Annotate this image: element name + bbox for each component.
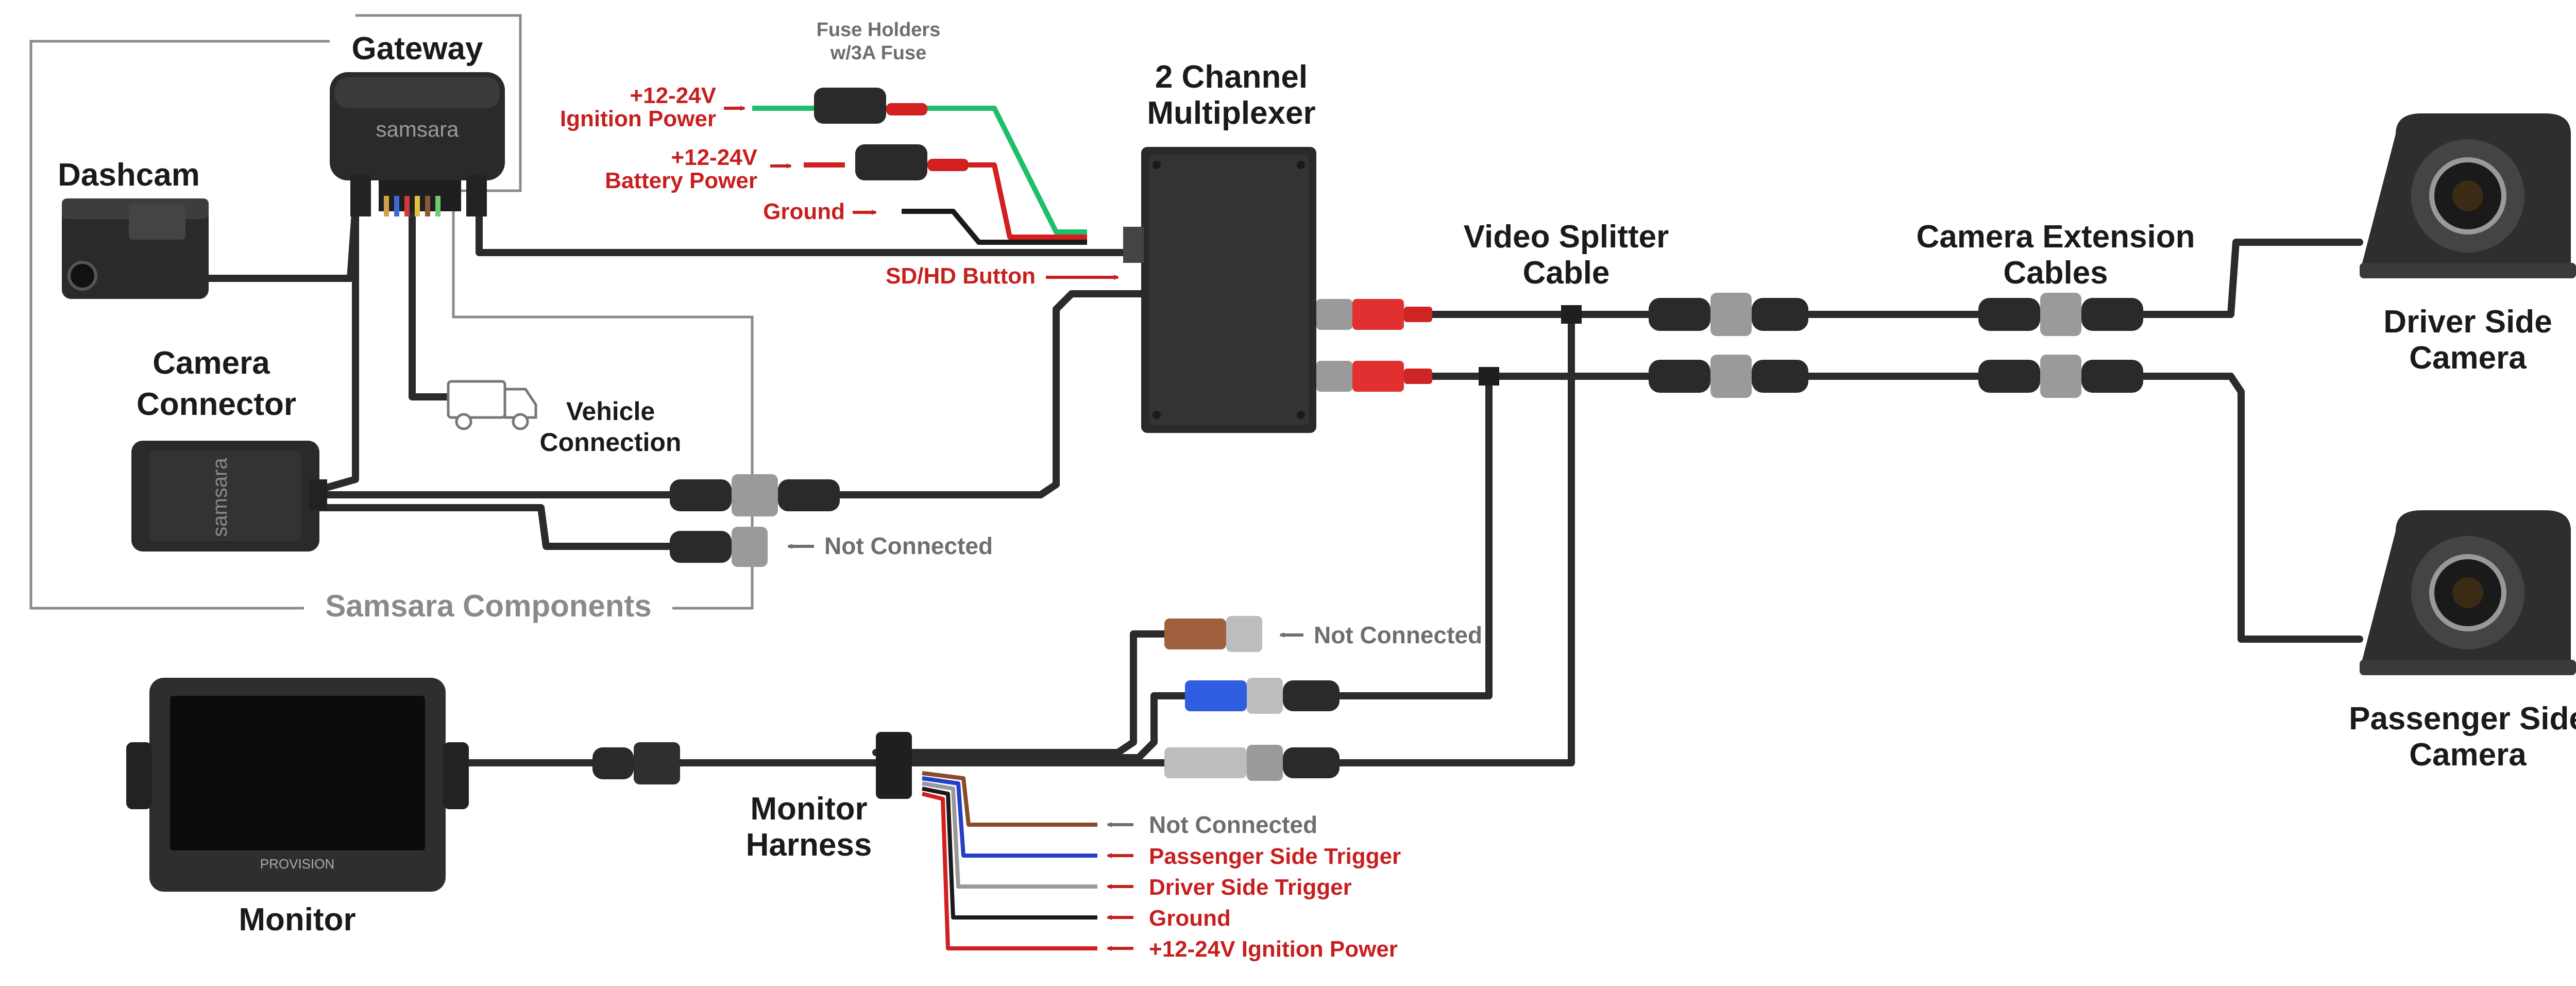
monitor-device: PROVISION xyxy=(126,678,469,892)
dashcam-device xyxy=(62,198,209,299)
battery-power-label-line1: +12-24V xyxy=(671,145,757,170)
dashcam-label: Dashcam xyxy=(58,157,200,193)
passenger-camera-label-line1: Passenger Side xyxy=(2349,701,2576,737)
driver-trigger-label: Driver Side Trigger xyxy=(1149,875,1352,900)
harness-not-connected-label: Not Connected xyxy=(1149,811,1317,838)
multiplexer-device xyxy=(1123,147,1316,433)
camera-connector-label-line2: Connector xyxy=(137,387,296,422)
harness-label-line2: Harness xyxy=(746,827,872,863)
harness-rca-gray xyxy=(1164,745,1340,781)
extension-plug-2 xyxy=(1649,355,1808,398)
camera-connector-plug-2 xyxy=(670,527,768,567)
monitor-label: Monitor xyxy=(239,902,355,938)
splitter-label-line1: Video Splitter xyxy=(1464,219,1669,255)
driver-side-camera xyxy=(2360,113,2576,278)
gateway-brand: samsara xyxy=(376,117,459,141)
vehicle-connection-label-line2: Connection xyxy=(540,428,682,457)
multiplexer-label-line1: 2 Channel xyxy=(1155,59,1308,95)
harness-ignition-label: +12-24V Ignition Power xyxy=(1149,937,1398,962)
fuse-holders-label-line2: w/3A Fuse xyxy=(830,42,927,64)
extension-label-line2: Cables xyxy=(2003,255,2108,291)
camera-connector-plug-1 xyxy=(670,474,840,516)
gateway-device: samsara xyxy=(330,72,505,216)
splitter-junction-2 xyxy=(1479,367,1499,386)
fuse-icon xyxy=(855,144,969,180)
driver-camera-label-line1: Driver Side xyxy=(2383,304,2552,340)
harness-rca-blue xyxy=(1185,678,1340,714)
fuse-icon xyxy=(814,88,927,124)
harness-wires xyxy=(922,771,1097,950)
samsara-components-label: Samsara Components xyxy=(325,589,652,623)
passenger-side-camera xyxy=(2360,510,2576,675)
multiplexer-output-2 xyxy=(1316,361,1432,392)
vehicle-connection-label-line1: Vehicle xyxy=(566,397,655,426)
gateway-label: Gateway xyxy=(351,31,483,66)
extension-plug-1 xyxy=(1649,293,1808,336)
extension-plug-4 xyxy=(1978,355,2143,398)
splitter-junction-1 xyxy=(1561,305,1582,324)
camera-connector-brand: samsara xyxy=(209,458,231,537)
sd-hd-button-label: SD/HD Button xyxy=(886,263,1036,289)
camera-connector-device: samsara xyxy=(131,441,327,552)
splitter-label-line2: Cable xyxy=(1523,255,1610,291)
harness-label-line1: Monitor xyxy=(750,791,867,827)
truck-icon xyxy=(447,380,537,430)
passenger-camera-label-line2: Camera xyxy=(2409,737,2527,773)
fuse-holders-label-line1: Fuse Holders xyxy=(817,19,941,41)
multiplexer-output-1 xyxy=(1316,299,1432,330)
ignition-power-label-line2: Ignition Power xyxy=(560,106,716,131)
harness-rca-brown xyxy=(1164,616,1262,652)
harness-ground-label: Ground xyxy=(1149,906,1231,931)
harness-junction xyxy=(876,732,912,799)
multiplexer-label-line2: Multiplexer xyxy=(1147,95,1315,131)
monitor-brand: PROVISION xyxy=(260,856,334,872)
driver-camera-label-line2: Camera xyxy=(2409,340,2527,376)
not-connected-cc-label: Not Connected xyxy=(824,532,993,559)
camera-connector-label-line1: Camera xyxy=(152,345,270,381)
extension-label-line1: Camera Extension xyxy=(1917,219,2195,255)
ignition-power-label-line1: +12-24V xyxy=(630,83,716,108)
monitor-cable-plug xyxy=(592,742,680,784)
battery-power-label-line2: Battery Power xyxy=(605,168,757,193)
not-connected-brown-label: Not Connected xyxy=(1314,622,1482,648)
extension-plug-3 xyxy=(1978,293,2143,336)
ground-top-label: Ground xyxy=(763,199,845,224)
passenger-trigger-label: Passenger Side Trigger xyxy=(1149,844,1401,869)
